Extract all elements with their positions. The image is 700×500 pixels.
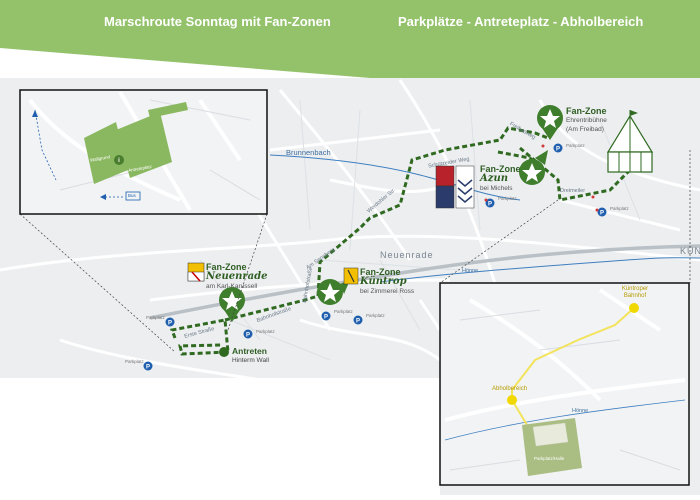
parking-label: Parkplatz [256, 329, 275, 334]
antreten-label: Antreten Hinterm Wall [232, 346, 269, 366]
header-banner [0, 0, 700, 78]
fanzone-label-ehrentribuehne: Fan-Zone Ehrentribühne (Am Freibad) [566, 107, 607, 134]
parking-icon[interactable]: P [321, 311, 331, 321]
antreten-sub: Hinterm Wall [232, 357, 269, 364]
inset-right-field-label: Parkplatz/Halle [534, 456, 565, 461]
header-title-left: Marschroute Sonntag mit Fan-Zonen [104, 14, 331, 29]
coat-of-arms-azun-icon [435, 165, 475, 209]
svg-text:P: P [146, 365, 150, 371]
inset-right-pickup-label: Abholbereich [492, 386, 528, 392]
fanzone-title: Fan-Zone [480, 164, 521, 174]
parking-label: Parkplatz [334, 309, 353, 314]
river-label-brunnenbach: Brunnenbach [286, 148, 331, 157]
brunnenbach-river [269, 154, 521, 201]
town-right-label: KÜN [680, 246, 700, 256]
fanzone-label-neuenrade: Fan-Zone Neuenrade am Karl-Karussell [206, 262, 268, 292]
svg-text:P: P [488, 202, 492, 208]
fanzone-marker-neuenrade[interactable] [219, 287, 245, 322]
fanzone-marker-ehrentribuehne[interactable] [537, 105, 563, 140]
road-label-dreiman: Dreimeiler [560, 188, 586, 194]
inset-left-bus-label: Bus [128, 193, 136, 198]
coat-of-arms-neuenrade-icon [187, 262, 205, 282]
svg-text:P: P [600, 211, 604, 217]
header-title-right: Parkplätze - Antreteplatz - Abholbereich [398, 14, 644, 29]
svg-text:P: P [556, 147, 560, 153]
town-label: Neuenrade [380, 250, 434, 260]
svg-text:P: P [168, 321, 172, 327]
svg-text:P: P [356, 319, 360, 325]
parking-icon[interactable]: P [143, 361, 153, 371]
parking-icon[interactable]: P [485, 198, 495, 208]
bottom-white-area [0, 378, 440, 495]
hoenne-river [379, 257, 700, 283]
parking-icon[interactable]: P [165, 317, 175, 327]
fanzone-title: Fan-Zone [360, 267, 401, 277]
parking-label: Parkplatz [125, 359, 144, 364]
fanzone-label-azun: Fan-Zone Azun bei Michels [480, 164, 521, 194]
antreten-title: Antreten [232, 346, 267, 356]
river-label-hoenne: Hönne [462, 268, 479, 274]
svg-text:P: P [246, 333, 250, 339]
street-network [0, 79, 700, 382]
parking-label: Parkplatz [610, 206, 629, 211]
parking-icon[interactable]: P [353, 315, 363, 325]
parking-label: Parkplatz [498, 196, 517, 201]
fanzone-sub: bei Michels [480, 185, 513, 192]
parking-icon[interactable]: P [243, 329, 253, 339]
inset-right-station-label: Küntroper Bahnhof [621, 286, 649, 299]
parking-label: Parkplatz [366, 313, 385, 318]
antreten-marker[interactable] [219, 347, 229, 357]
inset-right [439, 150, 691, 486]
bus-stop-markers [484, 144, 599, 212]
coat-of-arms-kuentrop-icon [343, 267, 359, 285]
svg-text:P: P [324, 315, 328, 321]
parking-label: Parkplatz [146, 315, 165, 320]
tent-icon [606, 110, 654, 173]
parking-icon[interactable]: P [597, 207, 607, 217]
fanzone-label-kuentrop: Fan-Zone Küntrop bei Zimmerei Ross [360, 267, 414, 297]
fanzone-name: Küntrop [360, 276, 407, 287]
fanzone-sub: bei Zimmerei Ross [360, 288, 415, 295]
svg-text:i: i [118, 158, 120, 164]
inset-right-road-label: Hönne [572, 408, 589, 414]
parking-icon[interactable]: P [553, 143, 563, 153]
fanzone-name: Neuenrade [206, 271, 268, 282]
fanzone-title: Fan-Zone [206, 262, 247, 272]
fanzone-title: Fan-Zone [566, 106, 607, 116]
fanzone-sub: (Am Freibad) [566, 126, 604, 133]
fanzone-sub: am Karl-Karussell [206, 283, 258, 290]
fanzone-marker-azun[interactable] [519, 150, 548, 185]
fanzone-name: Ehrentribühne [566, 117, 607, 124]
parking-label: Parkplatz [566, 143, 585, 148]
parking-markers: P P P P P P P P [143, 143, 607, 371]
inset-left: i [19, 89, 268, 353]
fanzone-name: Azun [480, 173, 508, 184]
